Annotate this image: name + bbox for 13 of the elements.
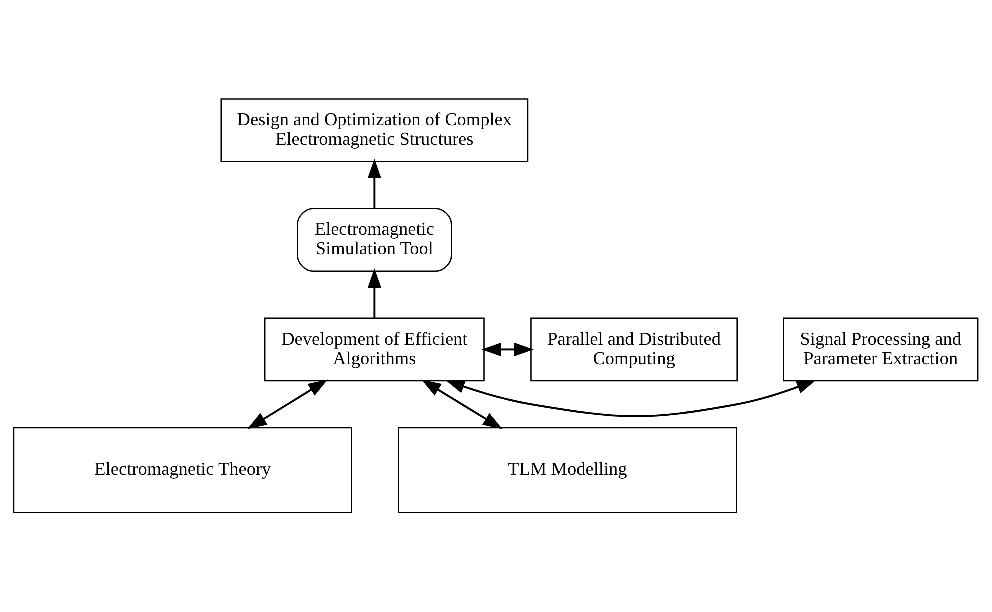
arrow	[368, 268, 382, 318]
node-box: Design and Optimization of Complex Electromagnetic Structures	[220, 98, 529, 162]
arrow	[247, 380, 328, 430]
arrow	[482, 342, 534, 357]
node-box: Electromagnetic Simulation Tool	[297, 208, 452, 272]
node-box: TLM Modelling	[398, 427, 738, 514]
node-box: Parallel and Distributed Computing	[530, 318, 738, 382]
node-box: Electromagnetic Theory	[13, 427, 352, 514]
node-box: Development of Efficient Algorithms	[264, 318, 485, 382]
arrow	[422, 380, 503, 430]
node-box: Signal Processing and Parameter Extraction	[783, 318, 979, 382]
arrow	[368, 158, 382, 208]
arrow	[445, 380, 816, 418]
